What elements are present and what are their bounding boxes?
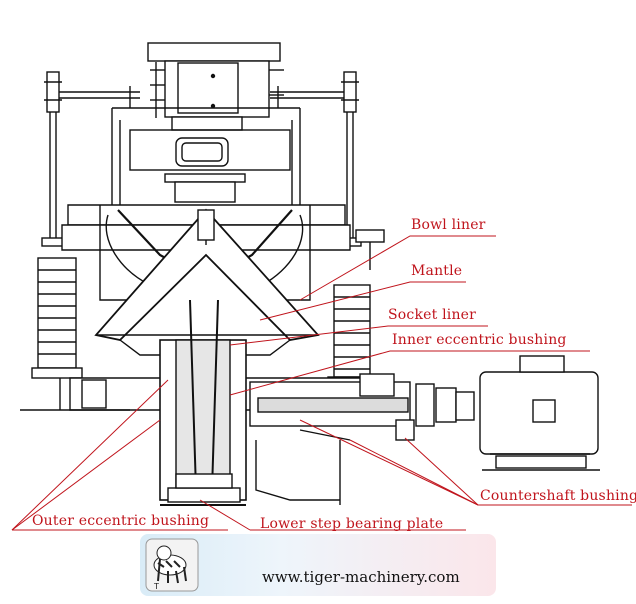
- left-tie-rod: [41, 71, 140, 247]
- label-socket-liner: Socket liner: [388, 307, 477, 323]
- drive-motor: [479, 355, 600, 471]
- leader-socket-liner: [229, 325, 488, 346]
- leader-outer-eccentric-bushing-1: [11, 379, 169, 531]
- leader-countershaft-bushing-2: [299, 419, 479, 506]
- label-inner-eccentric-bushing: Inner eccentric bushing: [392, 332, 567, 348]
- label-lower-step-bearing-plate: Lower step bearing plate: [260, 516, 444, 532]
- website-link[interactable]: www.tiger-machinery.com: [262, 568, 460, 586]
- main-shaft-eccentric: [159, 299, 247, 506]
- leader-lines: [11, 235, 632, 531]
- leader-lower-step-bearing-plate: [199, 499, 466, 531]
- svg-text:T: T: [153, 582, 159, 591]
- label-bowl-liner: Bowl liner: [411, 217, 486, 233]
- footer-banner: T: [140, 534, 496, 596]
- label-countershaft-bushing: Countershaft bushing: [480, 488, 636, 504]
- leader-countershaft-bushing-3: [404, 437, 479, 506]
- leader-countershaft-bushing-1: [349, 439, 479, 506]
- label-outer-eccentric-bushing: Outer eccentric bushing: [32, 513, 210, 529]
- leader-bowl-liner: [299, 235, 496, 301]
- countershaft: [249, 373, 475, 505]
- feed-hopper: [112, 42, 300, 131]
- tiger-logo-icon: T: [145, 538, 199, 592]
- upper-frame: [111, 108, 301, 205]
- leader-inner-eccentric-bushing: [229, 350, 590, 396]
- mantle-cone: [94, 208, 320, 356]
- left-spring-stack: [31, 257, 83, 379]
- right-spring-stack: [327, 284, 377, 388]
- label-mantle: Mantle: [411, 263, 463, 279]
- leader-outer-eccentric-bushing-2: [11, 419, 161, 531]
- leader-mantle: [259, 281, 466, 321]
